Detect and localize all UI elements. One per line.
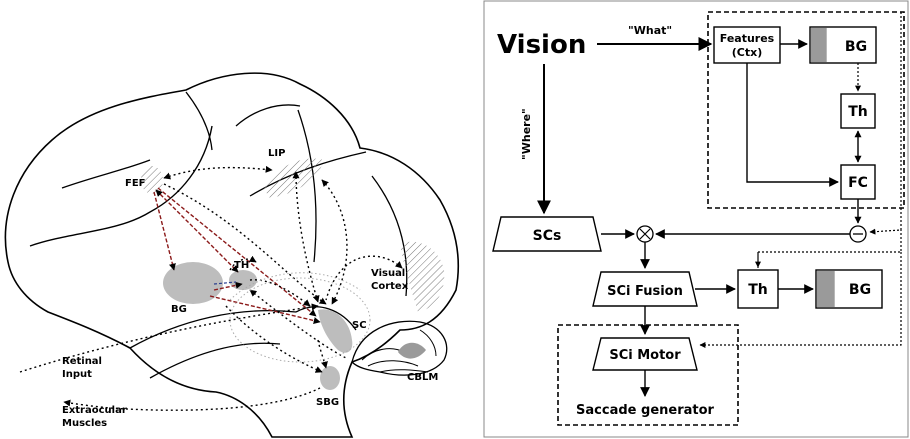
lip-label: LIP — [268, 148, 285, 159]
brainstem-box — [557, 324, 739, 426]
bg-top-label: BG — [845, 39, 867, 55]
features-label-line1: Features — [720, 32, 775, 45]
sci-fusion-label: SCi Fusion — [607, 284, 683, 299]
fef-label: FEF — [125, 178, 146, 189]
th-top-box — [840, 93, 876, 129]
vision-label: Vision — [497, 30, 586, 60]
extraocular-label-line1: Extraocular — [62, 405, 127, 416]
sulcus — [129, 309, 297, 349]
connections — [537, 37, 862, 397]
sulcus — [235, 104, 301, 127]
dotted-pathways — [19, 165, 403, 411]
sulcus — [61, 159, 151, 189]
bg-mid-label: BG — [849, 282, 871, 298]
cerebellum — [351, 320, 448, 376]
features-box — [713, 26, 781, 64]
th-label: TH — [234, 260, 249, 271]
saccade-generator-label: Saccade generator — [576, 403, 714, 418]
model-diagram: Vision "What" "Where" Features (Ctx) BG … — [483, 0, 909, 438]
sulcus — [371, 175, 408, 297]
bg-label: BG — [171, 304, 187, 315]
sc-label: SC — [352, 320, 367, 331]
sci-motor-label: SCi Motor — [609, 348, 681, 363]
sulcus — [149, 342, 281, 379]
sbg-label: SBG — [316, 397, 339, 408]
th-mid-label: Th — [748, 282, 768, 298]
bg-region — [163, 262, 223, 304]
fc-label: FC — [848, 175, 868, 191]
bg-top-marker — [810, 27, 827, 63]
visual-cortex-label-line2: Cortex — [371, 281, 409, 292]
visual-cortex-region — [400, 241, 445, 312]
extraocular-label-line2: Muscles — [62, 418, 107, 429]
cortical-loop-box — [707, 11, 905, 209]
retinal-input-label-line2: Input — [62, 369, 92, 380]
th-region — [229, 270, 257, 290]
brain-outline — [4, 72, 460, 438]
brain-illustration: FEF LIP TH BG Visual Cortex SC SBG CBLM … — [4, 72, 460, 438]
diagram-frame — [483, 0, 909, 438]
scs-label: SCs — [533, 228, 562, 244]
cblm-label: CBLM — [407, 372, 438, 383]
visual-cortex-label-line1: Visual — [371, 268, 405, 279]
sulcus — [29, 125, 213, 247]
cblm-region — [398, 342, 426, 359]
retinal-input-label-line1: Retinal — [62, 356, 102, 367]
scs-trapezoid — [492, 216, 602, 252]
sci-fusion-trapezoid — [592, 271, 698, 307]
red-pathways — [153, 187, 321, 324]
where-label: "Where" — [520, 108, 533, 160]
bg-mid-marker — [816, 270, 835, 308]
th-top-label: Th — [848, 104, 868, 120]
fef-region — [141, 166, 163, 194]
sulcus — [295, 306, 357, 331]
features-label-line2: (Ctx) — [732, 46, 762, 59]
th-mid-box — [737, 269, 779, 309]
sci-motor-trapezoid — [592, 337, 698, 371]
sulcus — [185, 91, 213, 151]
sbg-region — [320, 366, 340, 390]
sc-region — [318, 309, 353, 353]
what-label: "What" — [628, 24, 672, 37]
